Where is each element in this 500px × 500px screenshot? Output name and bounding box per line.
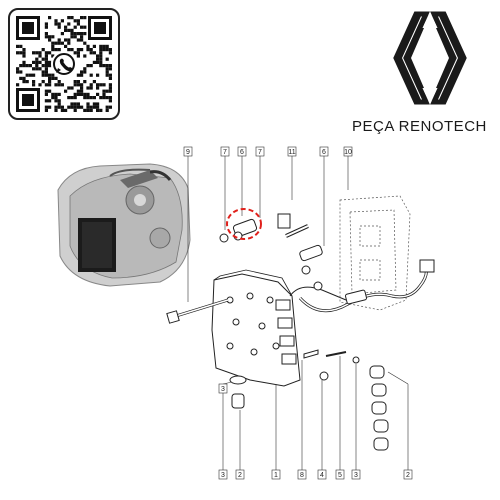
bottom-callout-6: 5: [335, 469, 345, 480]
bottom-callout-2: 3: [218, 383, 228, 394]
bottom-leader-lines: [222, 356, 409, 470]
top-callout-0: 9: [183, 146, 193, 157]
bottom-callout-label: 2: [238, 472, 242, 479]
top-callouts: 9 7 6 7 11 6 10: [183, 146, 353, 157]
top-callout-5: 6: [319, 146, 329, 157]
top-callout-label: 7: [258, 149, 262, 156]
top-callout-label: 11: [288, 149, 295, 156]
bottom-callout-label: 3: [221, 386, 225, 393]
long-bolt: [166, 298, 229, 324]
top-callout-label: 9: [186, 149, 190, 156]
bottom-callout-label: 2: [406, 472, 410, 479]
top-leader-lines: [187, 156, 349, 302]
whatsapp-icon: [51, 51, 77, 77]
bottom-callout-7: 3: [351, 469, 361, 480]
solenoid-parts: [219, 213, 323, 291]
bottom-callout-0: 3: [218, 469, 228, 480]
qr-finder-bottom-left: [16, 88, 40, 112]
small-parts: [229, 349, 360, 409]
qr-finder-top-right: [88, 16, 112, 40]
top-callout-label: 7: [223, 149, 227, 156]
bottom-callout-label: 8: [300, 472, 304, 479]
valve-body: [211, 269, 347, 387]
top-callout-label: 6: [322, 149, 326, 156]
top-callout-1: 7: [220, 146, 230, 157]
bottom-callout-label: 1: [274, 472, 278, 479]
top-callout-label: 10: [344, 149, 352, 156]
bottom-callout-label: 3: [354, 472, 358, 479]
bottom-callout-4: 8: [297, 469, 307, 480]
highlight-circle: [226, 208, 262, 240]
seal-stack: [369, 365, 389, 451]
bottom-callout-8: 2: [403, 469, 413, 480]
housing-outline: [339, 195, 411, 311]
bottom-callout-1: 2: [235, 469, 245, 480]
wire-harness: [298, 259, 435, 313]
top-callout-4: 11: [287, 146, 297, 157]
top-callout-2: 6: [237, 146, 247, 157]
top-callout-label: 6: [240, 149, 244, 156]
renault-diamond-logo-icon: [393, 11, 467, 105]
qr-code: [16, 16, 112, 112]
qr-finder-top-left: [16, 16, 40, 40]
bottom-callout-label: 3: [221, 472, 225, 479]
top-callout-3: 7: [255, 146, 265, 157]
bottom-callout-label: 4: [320, 472, 324, 479]
bottom-callout-3: 1: [271, 469, 281, 480]
qr-code-card[interactable]: [8, 8, 120, 120]
bottom-callouts: 3 2 3 1 8 4 5 3 2: [218, 383, 413, 480]
top-callout-6: 10: [343, 146, 353, 157]
gearbox-photo: [57, 163, 191, 287]
brand-name: PEÇA RENOTECH: [352, 118, 487, 135]
bottom-callout-5: 4: [317, 469, 327, 480]
bottom-callout-label: 5: [338, 472, 342, 479]
